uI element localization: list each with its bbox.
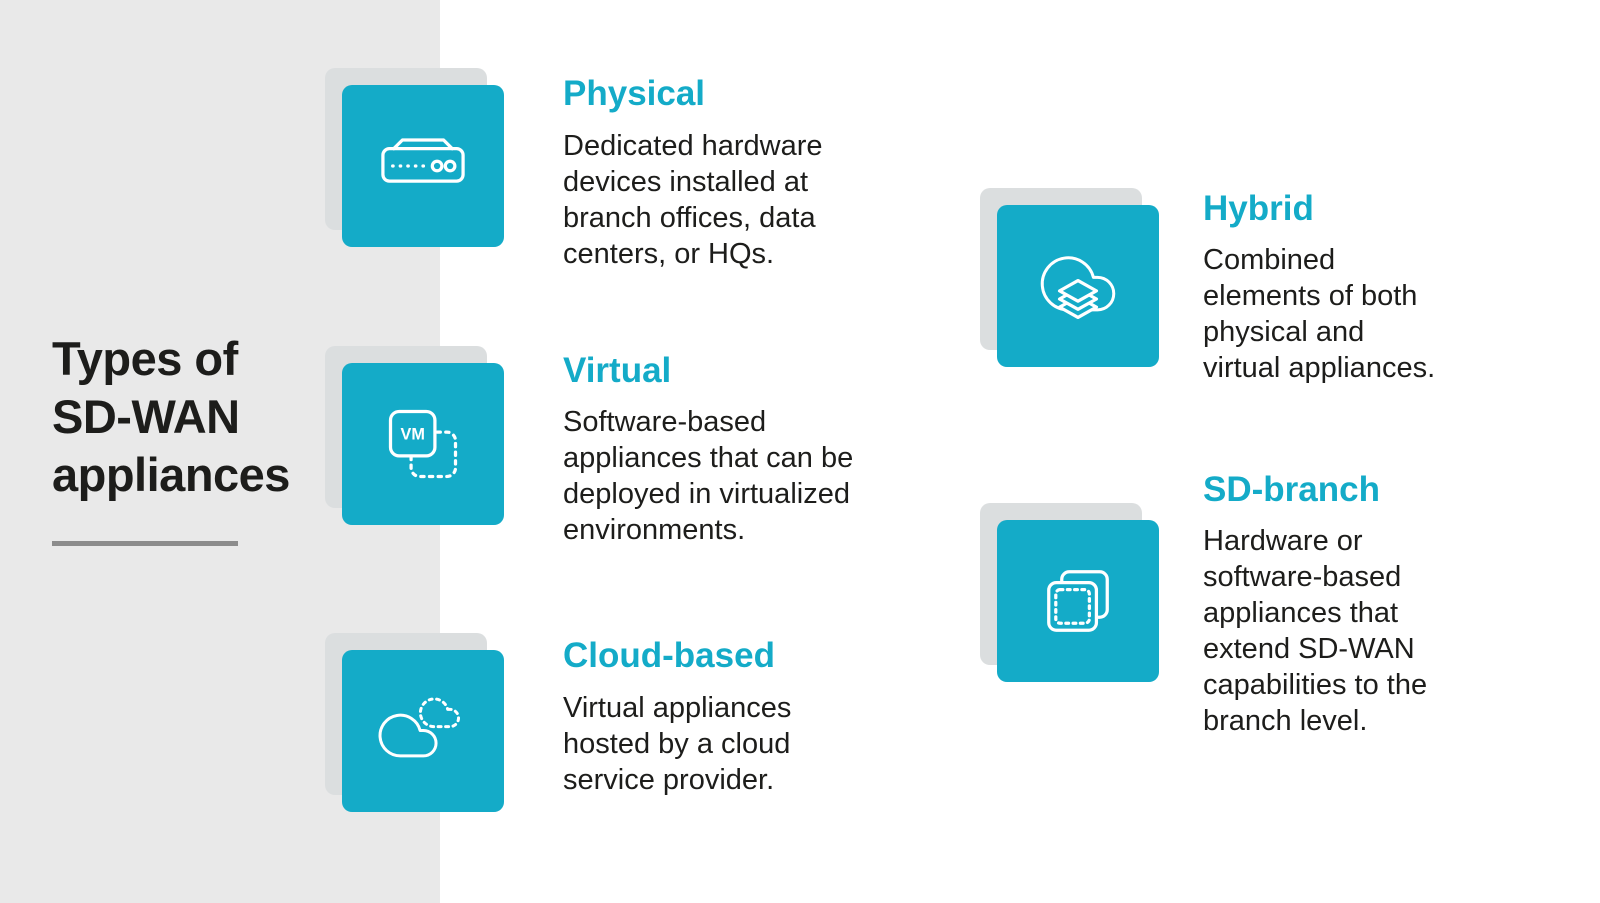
virtual-tile: VM (342, 363, 504, 525)
hybrid-description: Combined elements of both physical and v… (1203, 244, 1436, 384)
cloud-based-description: Virtual appliances hosted by a cloud ser… (563, 692, 792, 796)
physical-description: Dedicated hardware devices installed at … (563, 130, 823, 270)
physical-heading: Physical (563, 74, 706, 113)
vm-label: VM (401, 426, 425, 444)
cloud-tile-group (325, 633, 504, 812)
stacked-squares-icon (1047, 570, 1109, 632)
physical-tile (342, 85, 504, 247)
sd-branch-tile-group (980, 503, 1159, 682)
virtual-tile-group: VM (325, 346, 504, 525)
virtual-description: Software-based appliances that can be de… (563, 406, 854, 546)
hardware-appliance-icon (381, 138, 465, 183)
page-title: Types of SD-WAN appliances (52, 332, 290, 501)
cloud-based-heading: Cloud-based (563, 636, 775, 675)
virtual-heading: Virtual (563, 351, 672, 390)
physical-tile-group (325, 68, 504, 247)
hybrid-tile-group (980, 188, 1159, 367)
vm-icon: VM (388, 409, 458, 479)
title-underline (52, 541, 238, 546)
sd-branch-heading: SD-branch (1203, 470, 1380, 509)
hybrid-tile (997, 205, 1159, 367)
cloud-tile (342, 650, 504, 812)
sd-branch-tile (997, 520, 1159, 682)
cloud-layers-icon (1026, 234, 1130, 320)
sd-branch-description: Hardware or software-based appliances th… (1203, 525, 1428, 737)
cloud-icon (371, 679, 475, 783)
hybrid-heading: Hybrid (1203, 189, 1314, 228)
